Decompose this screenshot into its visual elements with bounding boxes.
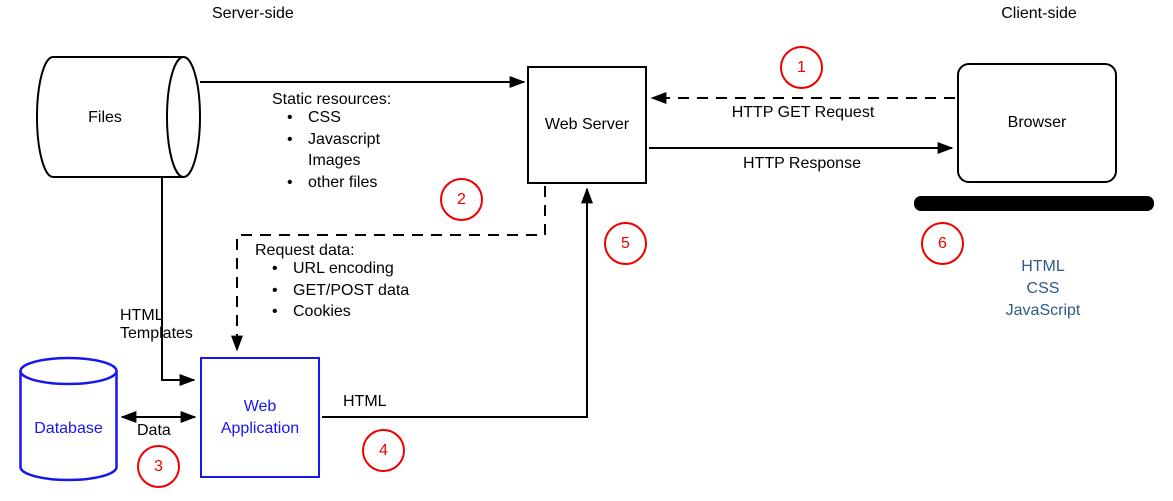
bullet-icon: • bbox=[287, 173, 293, 191]
arrow-request-data-dashed bbox=[231, 186, 546, 352]
step-badge-5: 5 bbox=[604, 222, 647, 265]
database-cylinder-body bbox=[19, 371, 118, 482]
list-item: • Cookies bbox=[272, 301, 409, 323]
bullet-icon: • bbox=[272, 260, 278, 277]
list-item: • URL encoding bbox=[272, 258, 409, 280]
files-node-label: Files bbox=[88, 109, 122, 126]
arrow-html-templates bbox=[161, 178, 196, 386]
data-edge-label: Data bbox=[137, 422, 171, 439]
request-data-title: Request data: bbox=[255, 242, 355, 259]
list-item: • Javascript bbox=[287, 129, 380, 151]
list-item: • other files bbox=[287, 172, 380, 194]
web-application-node: Web Application bbox=[200, 357, 320, 478]
browser-node: Browser bbox=[957, 63, 1117, 183]
laptop-base-icon bbox=[914, 196, 1154, 211]
bullet-icon: • bbox=[287, 109, 293, 126]
arrow-webapp-html-to-webserver bbox=[322, 187, 593, 418]
step-badge-3: 3 bbox=[137, 445, 180, 488]
database-cylinder-cap bbox=[19, 356, 118, 386]
web-server-node: Web Server bbox=[527, 66, 647, 184]
html-templates-label: HTML Templates bbox=[120, 307, 193, 342]
http-response-label: HTTP Response bbox=[743, 155, 861, 172]
files-cylinder-cap bbox=[166, 56, 201, 178]
step-badge-1: 1 bbox=[780, 46, 823, 89]
list-item: Images bbox=[287, 150, 380, 172]
list-item: • CSS bbox=[287, 107, 380, 129]
request-data-list: • URL encoding • GET/POST data • Cookies bbox=[272, 258, 409, 323]
step-badge-6: 6 bbox=[921, 222, 964, 265]
web-application-label: Web Application bbox=[220, 397, 300, 437]
bullet-icon: • bbox=[287, 130, 293, 148]
server-side-title: Server-side bbox=[212, 5, 294, 22]
client-tech-list: HTML CSS JavaScript bbox=[1005, 258, 1081, 319]
database-node-label: Database bbox=[34, 420, 103, 437]
step-badge-2: 2 bbox=[440, 178, 483, 221]
http-get-request-label: HTTP GET Request bbox=[731, 104, 875, 121]
bullet-icon: • bbox=[272, 303, 278, 320]
list-item: • GET/POST data bbox=[272, 280, 409, 302]
step-badge-4: 4 bbox=[362, 429, 405, 472]
bullet-icon: • bbox=[272, 281, 278, 299]
files-cylinder-body bbox=[36, 56, 183, 178]
bullet-spacer bbox=[287, 150, 308, 172]
static-resources-list: • CSS • Javascript Images • other files bbox=[287, 107, 380, 193]
web-server-label: Web Server bbox=[544, 116, 630, 133]
browser-label: Browser bbox=[1007, 114, 1067, 131]
client-side-title: Client-side bbox=[1001, 5, 1077, 22]
html-edge-label: HTML bbox=[343, 393, 387, 410]
static-resources-title: Static resources: bbox=[272, 91, 392, 108]
